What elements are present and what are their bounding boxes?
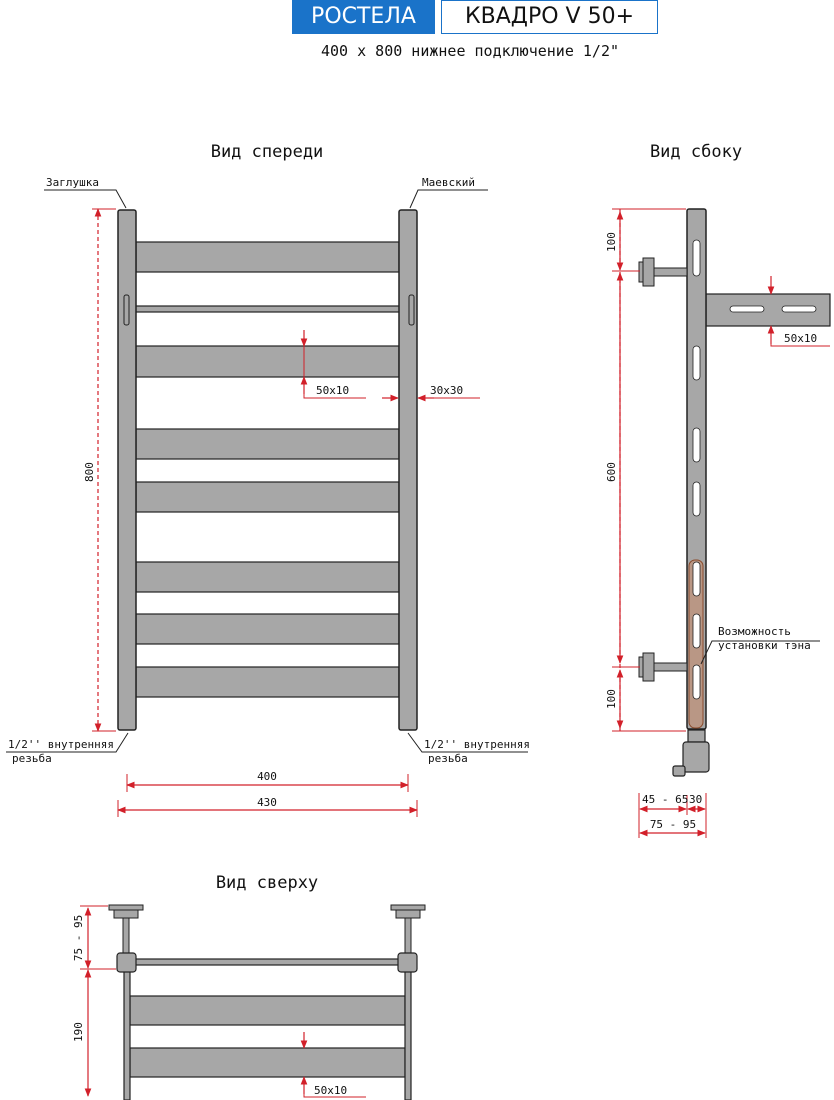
- width-inner-value: 400: [257, 770, 277, 783]
- front-bar: [135, 428, 400, 460]
- front-view-title: Вид спереди: [211, 142, 324, 162]
- top-thin-rail: [131, 958, 403, 966]
- bar-section-label: 50x10: [316, 384, 349, 397]
- bracket-arm: [404, 917, 412, 955]
- side-bar-section-label: 50x10: [784, 332, 817, 345]
- front-bar: [135, 345, 400, 378]
- front-bar: [135, 481, 400, 513]
- bracket-arm: [122, 917, 130, 955]
- top-view-title: Вид сверху: [216, 873, 318, 893]
- plug-label: Заглушка: [46, 176, 99, 189]
- top-bar-section-leader: [303, 1077, 366, 1098]
- air-valve-label: Маевский: [422, 176, 475, 189]
- top-depth-value: 190: [72, 1022, 85, 1042]
- top-left-post-cap: [116, 952, 137, 973]
- fitting-outlet: [672, 765, 686, 777]
- top-bar-section-label: 50x10: [314, 1084, 347, 1097]
- front-left-post: [117, 209, 137, 731]
- middle-value: 600: [605, 462, 618, 482]
- side-post-hole: [692, 239, 701, 277]
- thread-right-line1: 1/2'' внутренняя: [424, 738, 530, 751]
- thread-left-line1: 1/2'' внутренняя: [8, 738, 114, 751]
- heater-leader: [700, 640, 820, 665]
- top-bracket-left: [108, 904, 144, 955]
- side-post-hole: [692, 481, 701, 517]
- side-bar-hole: [729, 305, 765, 313]
- post-section-label: 30x30: [430, 384, 463, 397]
- top-bar: [129, 1047, 406, 1078]
- thread-left-leader: [6, 732, 129, 753]
- brand-label: РОСТЕЛА: [292, 0, 435, 34]
- front-thin-rail: [125, 305, 415, 313]
- front-bar: [135, 666, 400, 698]
- side-bar-section-leader: [770, 326, 830, 347]
- side-post-hole: [692, 561, 701, 597]
- side-view-title: Вид сбоку: [650, 142, 742, 162]
- front-view: Вид спереди Заглушка Маевский 800: [6, 142, 530, 817]
- bracket-flange: [108, 904, 144, 911]
- top-view: Вид сверху 75 - 95 190: [72, 873, 426, 1100]
- air-valve-leader: [409, 189, 488, 209]
- side-wall-bracket-bottom: [638, 652, 688, 682]
- top-left-post: [123, 967, 131, 1100]
- front-bar: [135, 613, 400, 645]
- side-view: Вид сбоку: [605, 142, 831, 838]
- side-post-holes: [692, 239, 701, 700]
- depth-post-value: 30: [689, 793, 702, 806]
- bracket-arm: [653, 267, 688, 277]
- heater-line1: Возможность: [718, 625, 791, 638]
- side-post-hole: [692, 613, 701, 649]
- depth-range-value: 45 - 65: [642, 793, 688, 806]
- side-post-hole: [692, 664, 701, 700]
- thread-right-leader: [407, 732, 528, 753]
- front-right-post: [398, 209, 418, 731]
- bracket-plate: [642, 652, 655, 682]
- fitting-body: [682, 741, 710, 773]
- front-rail-bracket-right: [408, 294, 415, 326]
- side-bar-holes: [729, 305, 817, 313]
- front-bar: [135, 561, 400, 593]
- top-bar: [129, 995, 406, 1026]
- width-outer-value: 430: [257, 796, 277, 809]
- height-value: 800: [83, 462, 96, 482]
- bracket-flange: [638, 261, 644, 283]
- side-wall-bracket-top: [638, 257, 688, 287]
- bracket-plate: [113, 909, 139, 919]
- side-bar-hole: [781, 305, 817, 313]
- bracket-arm: [653, 662, 688, 672]
- front-bar: [135, 241, 400, 273]
- bracket-plate: [642, 257, 655, 287]
- heater-line2: установки тэна: [718, 639, 811, 652]
- plug-leader: [44, 189, 127, 209]
- side-post-hole: [692, 345, 701, 381]
- bar-section-leader: [303, 377, 366, 399]
- bracket-plate: [395, 909, 421, 919]
- bracket-flange: [390, 904, 426, 911]
- side-post-hole: [692, 427, 701, 463]
- wall-range-value: 75 - 95: [72, 915, 85, 961]
- model-label: КВАДРО V 50+: [441, 0, 658, 34]
- total-depth-value: 75 - 95: [650, 818, 696, 831]
- thread-left-line2: резьба: [12, 752, 52, 765]
- front-rail-bracket-left: [123, 294, 130, 326]
- bottom-fitting: [672, 729, 710, 777]
- top-bracket-right: [390, 904, 426, 955]
- top-offset-value: 100: [605, 232, 618, 252]
- fitting-neck: [687, 729, 706, 743]
- thread-right-line2: резьба: [428, 752, 468, 765]
- front-bars: [135, 241, 400, 698]
- subtitle: 400 x 800 нижнее подключение 1/2": [320, 42, 619, 60]
- bottom-offset-value: 100: [605, 689, 618, 709]
- top-right-post: [404, 967, 412, 1100]
- top-right-post-cap: [397, 952, 418, 973]
